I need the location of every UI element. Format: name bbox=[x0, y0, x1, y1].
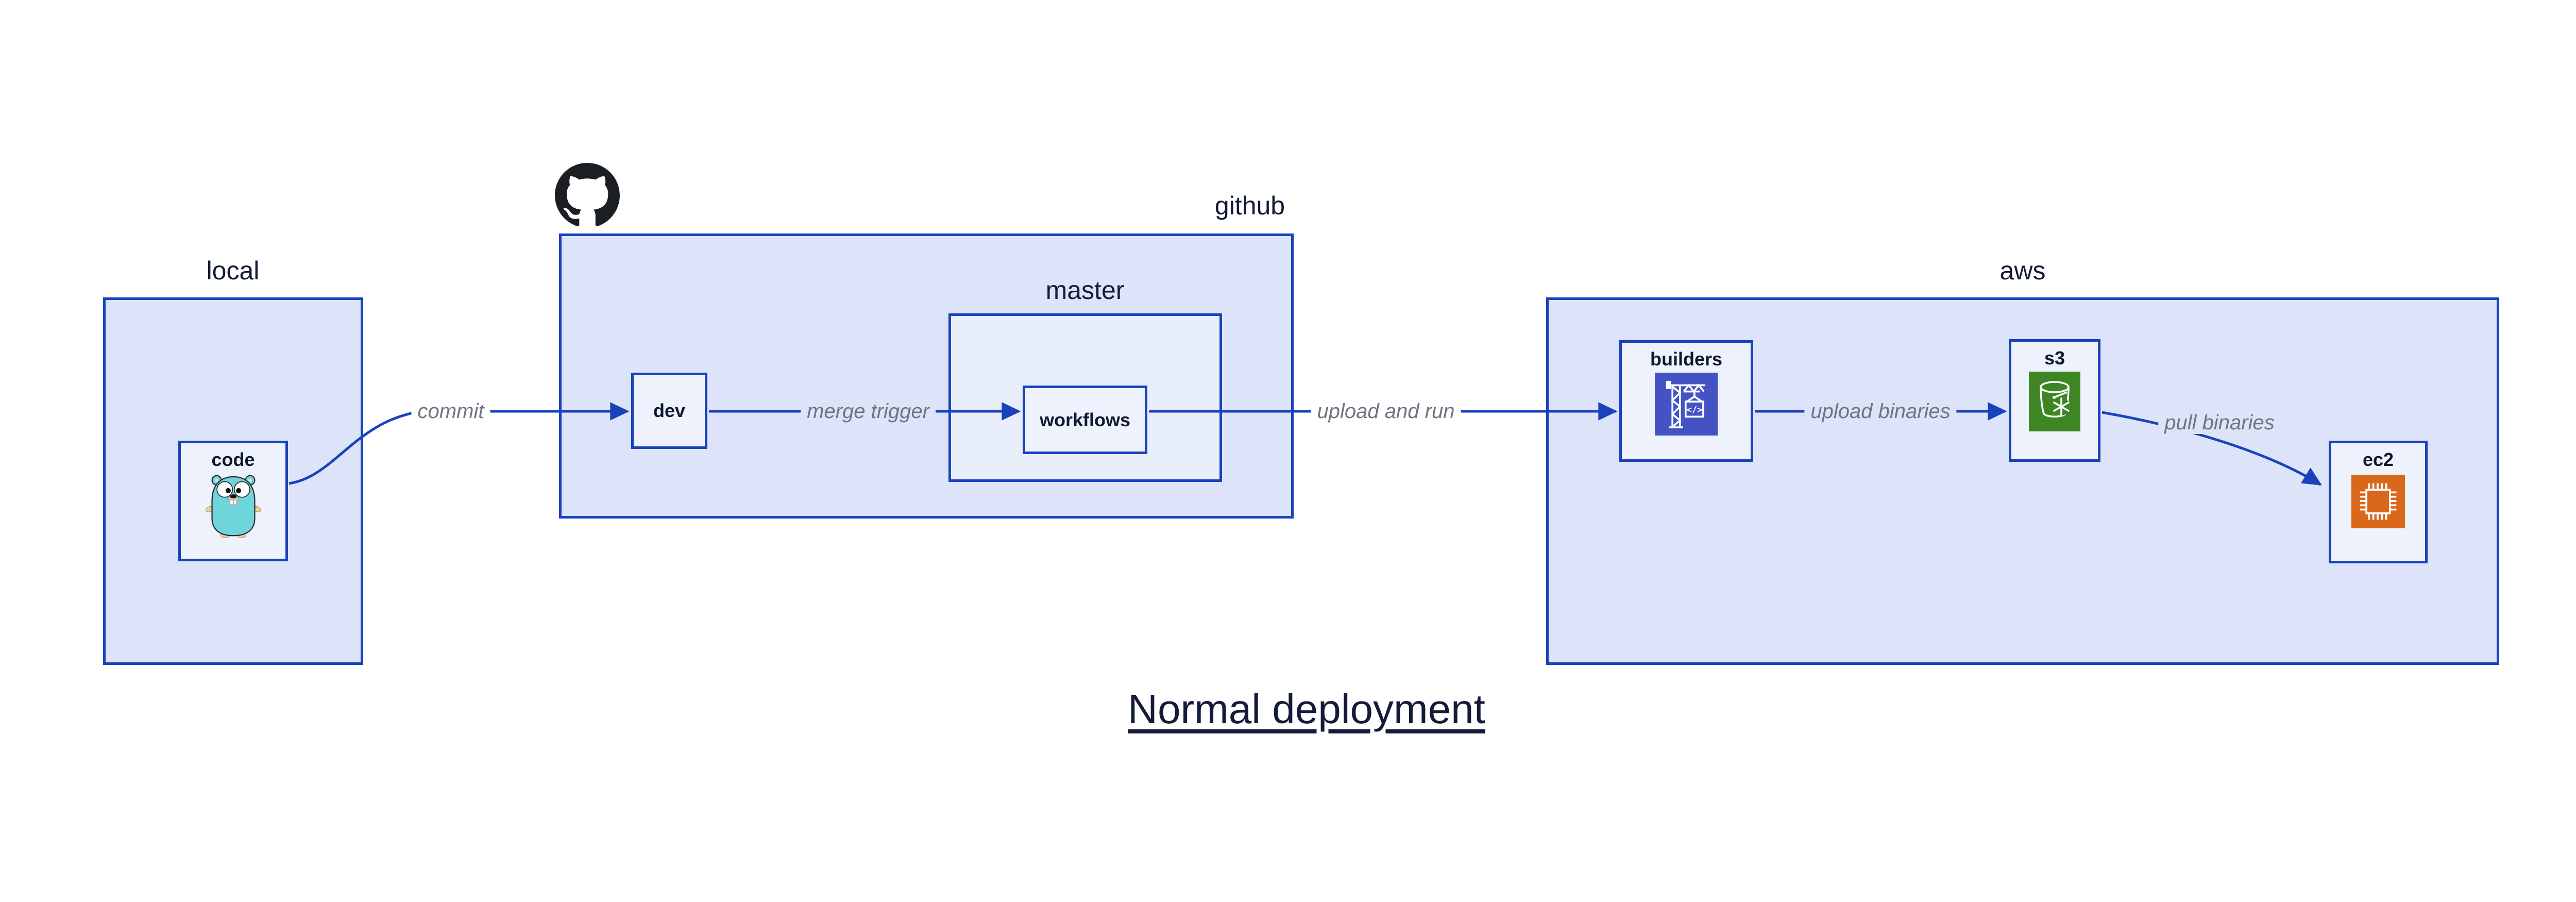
svg-text:</>: </> bbox=[1686, 405, 1702, 415]
dev-node: dev bbox=[631, 373, 707, 449]
pull-binaries-edge-label: pull binaries bbox=[2158, 411, 2281, 434]
commit-edge-label: commit bbox=[411, 400, 490, 423]
local-container-label: local bbox=[206, 256, 260, 285]
github-octocat-icon bbox=[555, 163, 620, 228]
github-container-label: github bbox=[1214, 191, 1285, 220]
ec2-node: ec2 bbox=[2329, 441, 2428, 563]
s3-node: s3 bbox=[2009, 339, 2100, 462]
aws-container-label: aws bbox=[1999, 256, 2046, 285]
code-node-label: code bbox=[211, 449, 255, 470]
builders-node-label: builders bbox=[1650, 348, 1723, 370]
workflows-node-label: workflows bbox=[1039, 409, 1131, 430]
master-container-label: master bbox=[1045, 276, 1125, 305]
merge-trigger-edge-label: merge trigger bbox=[801, 400, 936, 423]
code-node: code bbox=[178, 441, 288, 561]
codebuild-crane-icon: </> bbox=[1655, 372, 1718, 436]
builders-node: builders </> bbox=[1619, 340, 1753, 462]
ec2-chip-icon bbox=[2351, 473, 2405, 530]
s3-node-label: s3 bbox=[2044, 347, 2065, 369]
diagram-title: Normal deployment bbox=[1128, 686, 1485, 732]
go-gopher-icon bbox=[205, 473, 262, 538]
dev-node-label: dev bbox=[653, 400, 686, 422]
upload-and-run-edge-label: upload and run bbox=[1311, 400, 1461, 423]
workflows-node: workflows bbox=[1023, 386, 1147, 454]
ec2-node-label: ec2 bbox=[2362, 449, 2394, 470]
upload-binaries-edge-label: upload binaries bbox=[1804, 400, 1957, 423]
s3-glacier-bucket-icon bbox=[2029, 371, 2080, 431]
